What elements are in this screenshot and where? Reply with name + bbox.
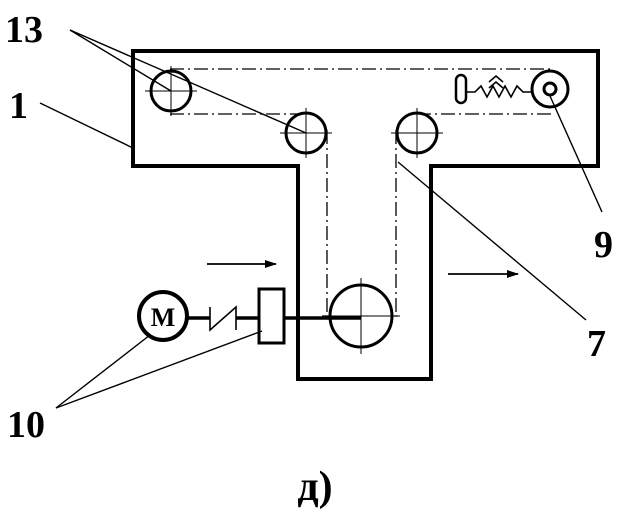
leader-9 — [549, 95, 603, 213]
t-frame-outline — [131, 49, 600, 381]
leader-13-a — [69, 29, 172, 92]
coupling-icon — [209, 305, 237, 332]
label-7: 7 — [587, 323, 606, 365]
leader-7 — [397, 161, 587, 321]
caption: д) — [297, 464, 332, 510]
label-13: 13 — [5, 9, 43, 51]
leader-10-a — [55, 334, 151, 409]
leader-10-b — [55, 330, 263, 409]
tensioner-pulley — [530, 69, 570, 109]
leader-13-b — [69, 29, 307, 134]
label-9: 9 — [594, 224, 613, 266]
motor-label: M — [151, 303, 176, 332]
label-1: 1 — [9, 85, 28, 127]
tensioner-spring-icon — [466, 74, 532, 99]
label-10: 10 — [7, 404, 45, 446]
leader-1 — [39, 102, 134, 149]
tensioner-slot — [454, 73, 468, 105]
gearbox-icon — [257, 287, 286, 345]
pulley-center-right — [391, 108, 443, 158]
pulley-bottom-drive — [322, 278, 400, 354]
motor-icon: M — [137, 290, 189, 342]
